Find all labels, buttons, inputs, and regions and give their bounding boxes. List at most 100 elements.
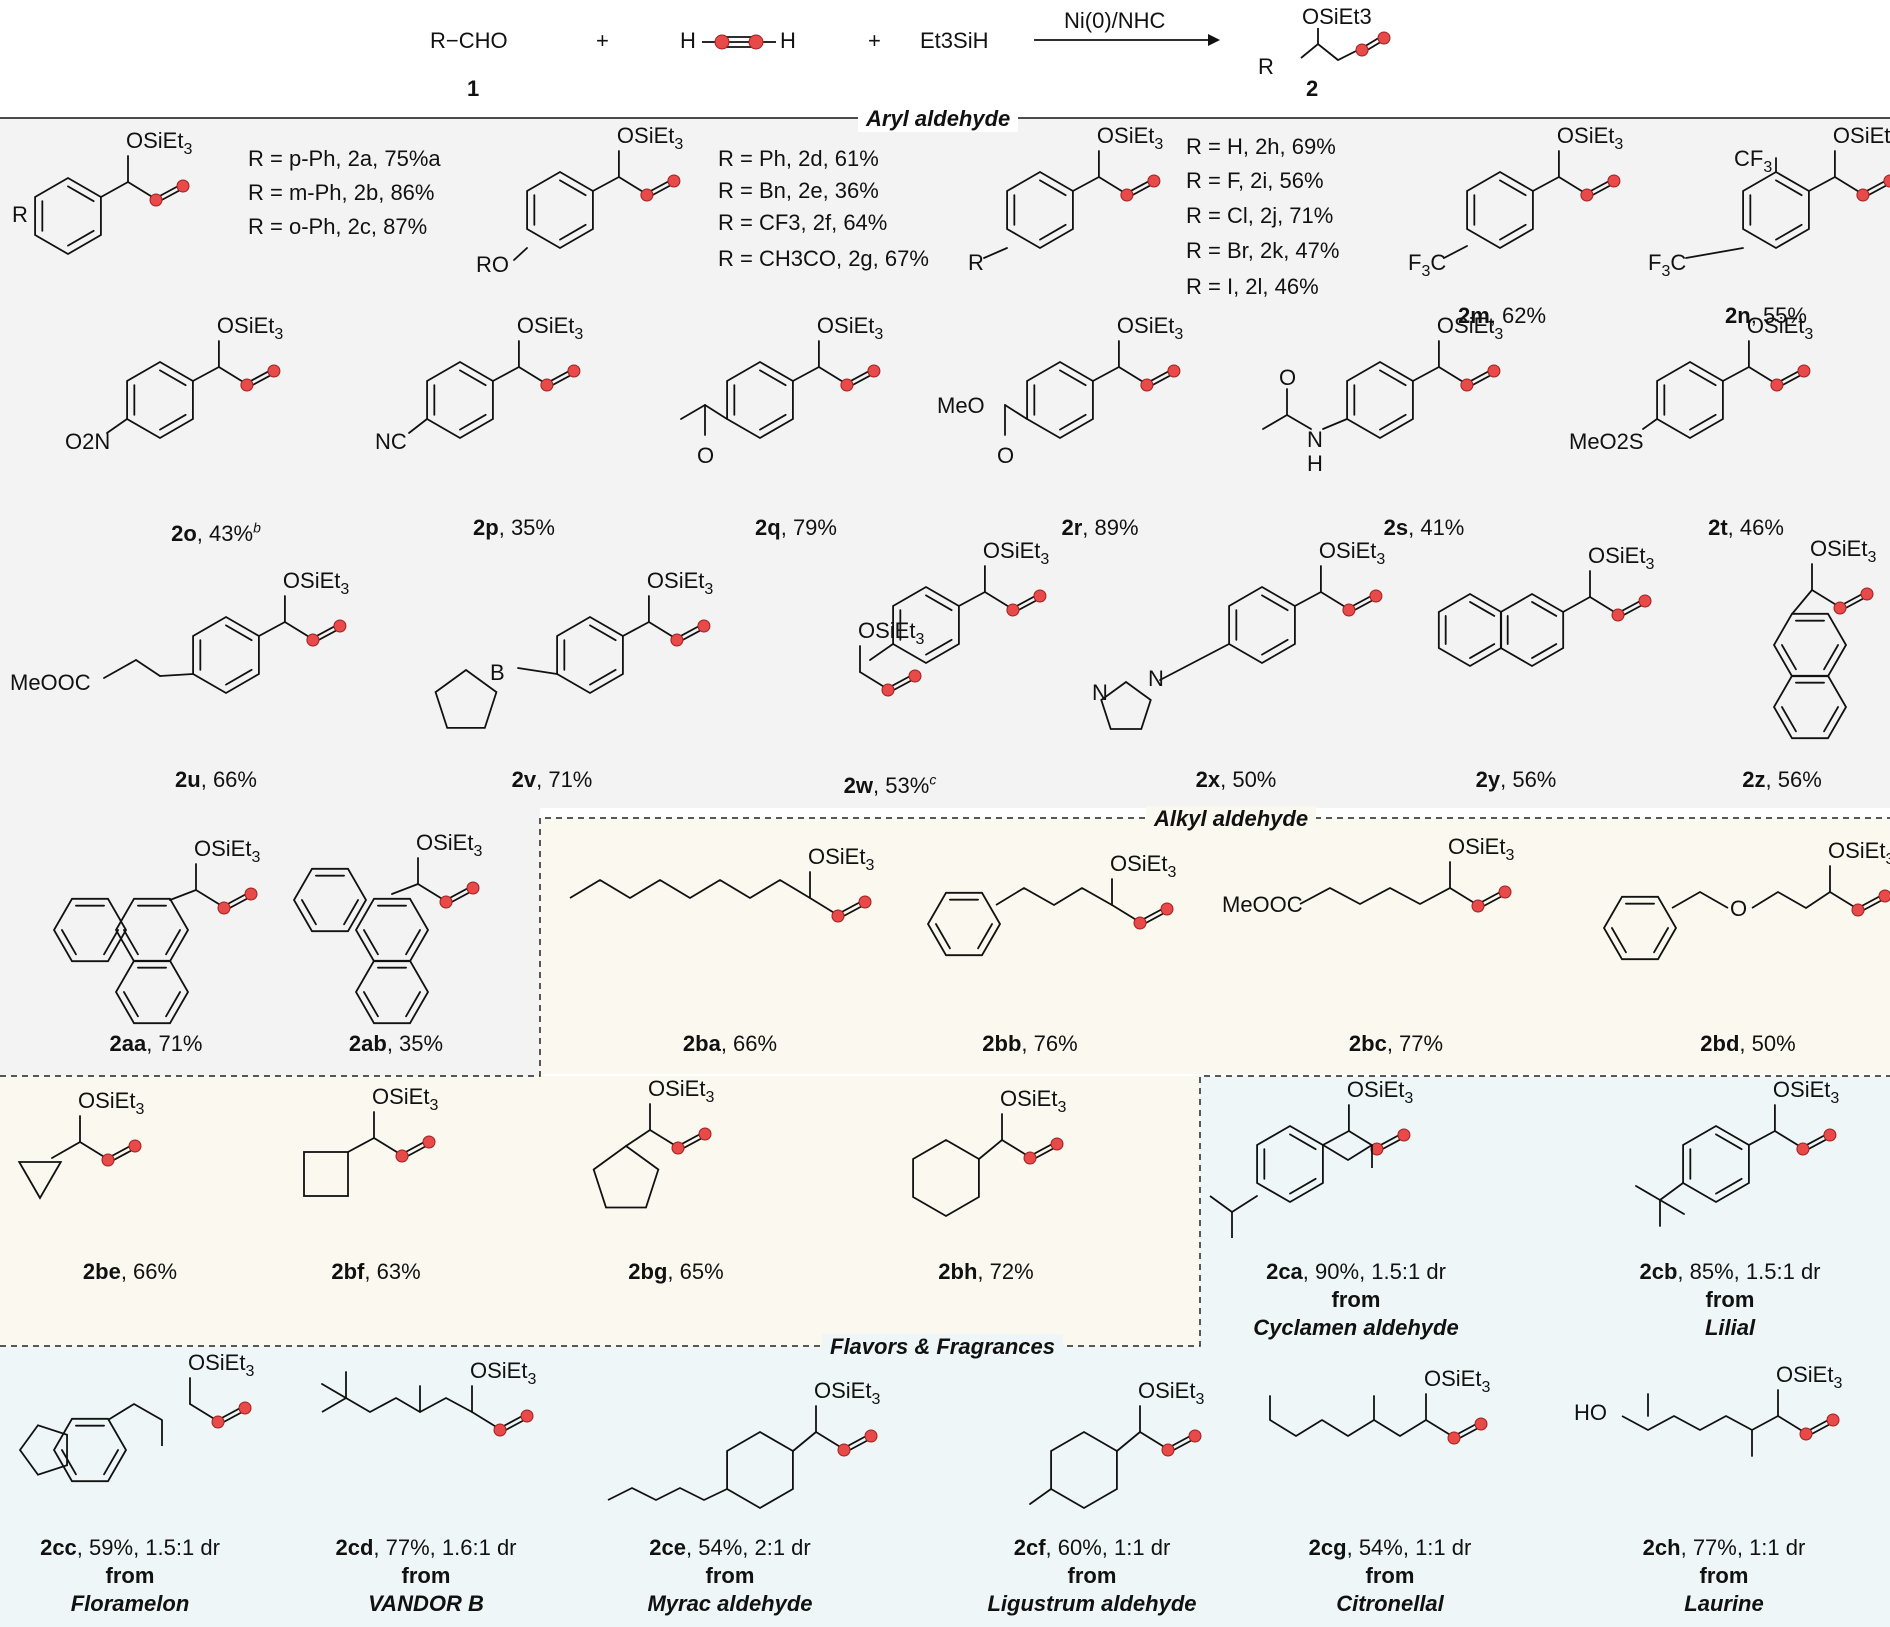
allene-bond <box>1748 366 1776 384</box>
bond <box>1286 414 1312 430</box>
series-a-line-3: R = o-Ph, 2c, 87% <box>248 214 428 239</box>
compound-id: 2v <box>511 767 537 792</box>
compound-yield: 56% <box>1512 767 1557 792</box>
ring-double-bond <box>225 624 253 642</box>
ring-double-bond <box>405 929 421 956</box>
allene-bond <box>1001 1139 1029 1157</box>
caption-main-line: 2bh, 72% <box>938 1259 1034 1284</box>
ring-double-bond <box>1715 1133 1743 1151</box>
compound-yield: 60%, 1:1 dr <box>1057 1535 1171 1560</box>
ring-double-bond <box>759 413 787 431</box>
allene-center-atom <box>1447 1431 1461 1445</box>
allene-center-atom <box>670 633 684 647</box>
ring-double-bond <box>103 1449 119 1476</box>
ring-double-bond <box>1059 413 1087 431</box>
allene-bond <box>859 671 887 689</box>
allene-terminal-atom <box>864 1429 878 1443</box>
ether-o: O <box>1730 896 1747 921</box>
compound-caption: 2u, 66% <box>86 766 346 794</box>
anth-ring-c <box>354 959 430 1025</box>
compound-id: 2bb <box>982 1031 1022 1056</box>
reactant-number: 1 <box>467 76 480 101</box>
allene-bond <box>1774 1130 1802 1148</box>
allene-bond <box>809 897 837 915</box>
ether-chain <box>1751 891 1831 909</box>
benzene-ring <box>1466 170 1534 250</box>
anth-ring-a <box>292 867 368 933</box>
allene-bond <box>649 1129 677 1147</box>
ring-double-bond <box>589 624 617 642</box>
bond <box>391 883 419 895</box>
compound-caption: 2m, 62% <box>1372 302 1632 330</box>
cyclopentyl-ring <box>592 1144 660 1209</box>
compound-yield: 59%, 1.5:1 dr <box>89 1535 220 1560</box>
series-d-line-1: R = Ph, 2d, 61% <box>718 146 879 171</box>
section-alkyl: Alkyl aldehyde <box>1146 806 1317 832</box>
section-flavors: Flavors & Fragrances <box>822 1334 1063 1360</box>
compound-yield: 56% <box>1777 767 1822 792</box>
bond <box>513 247 528 261</box>
ring-double-bond <box>363 991 379 1018</box>
allene-terminal-atom <box>1050 1137 1064 1151</box>
fragrance-divider <box>0 1075 1890 1347</box>
allene-bond <box>1811 589 1839 607</box>
allene-terminal-atom <box>1474 1417 1488 1431</box>
compound-yield: 62% <box>1501 303 1547 328</box>
silyl-ether-label: OSiEt3 <box>817 313 883 343</box>
silyl-ether-label: OSiEt3 <box>1588 543 1654 573</box>
compound-yield: 71% <box>548 767 593 792</box>
cyclopropyl-ring <box>17 1161 63 1200</box>
allene-center-atom <box>540 378 554 392</box>
no2-label: O2N <box>65 429 110 454</box>
silyl-ether-label: OSiEt3 <box>372 1084 438 1114</box>
series-d-line-3: R = CF3, 2f, 64% <box>718 210 888 235</box>
naphthalene-ring-b <box>1772 674 1848 740</box>
allene-bond <box>1589 596 1617 614</box>
myrac-chain <box>607 1487 728 1501</box>
plus-sign-2: + <box>868 28 881 53</box>
allene-center-atom <box>881 683 895 697</box>
caption-main-line: 2z, 56% <box>1742 767 1822 792</box>
benzene-ring <box>34 176 102 256</box>
compound-id: 2cd <box>335 1535 374 1560</box>
compound-id: 2cb <box>1639 1259 1678 1284</box>
allene-terminal-atom <box>1878 889 1890 903</box>
ring-double-bond <box>1689 413 1717 431</box>
ring-double-bond <box>363 929 379 956</box>
compound-id: 2bc <box>1348 1031 1387 1056</box>
footnote-mark: c <box>929 772 937 788</box>
compound-caption: 2bf, 63% <box>246 1258 506 1286</box>
silyl-ether-label: OSiEt3 <box>1828 838 1890 868</box>
benzene-ring <box>726 360 794 440</box>
source-aldehyde: Laurine <box>1684 1591 1764 1616</box>
from-label: from <box>1331 1287 1381 1312</box>
benzene-ring <box>192 615 260 695</box>
silyl-ether-label: OSiEt3 <box>1347 1077 1413 1107</box>
caption-main-line: 2bg, 65% <box>628 1259 724 1284</box>
bond <box>1642 418 1658 430</box>
ring-double-bond <box>343 899 359 926</box>
bond <box>135 659 161 677</box>
compound-yield: 66% <box>133 1259 178 1284</box>
alkyl-divider <box>0 817 1890 1077</box>
compound-id: 2w <box>843 773 874 799</box>
allene-center-atom <box>1342 603 1356 617</box>
bond <box>1262 414 1288 430</box>
series-a-line-1: R = p-Ph, 2a, 75%a <box>248 146 441 171</box>
caption-main-line: 2bc, 77% <box>1348 1031 1444 1056</box>
allene-bond <box>815 1431 843 1449</box>
compound-yield: 41% <box>1420 515 1465 540</box>
phen-ring-a <box>52 897 128 963</box>
silyl-ether-label: OSiEt3 <box>470 1358 536 1388</box>
benzene-ring <box>126 360 194 440</box>
allene-center-atom <box>101 1153 115 1167</box>
silyl-ether-label: OSiEt3 <box>1437 313 1503 343</box>
source-aldehyde: Lilial <box>1704 1315 1756 1340</box>
allene-terminal-atom <box>1160 902 1174 916</box>
allene-bond <box>471 1411 499 1429</box>
caption-main-line: 2w, 53%c <box>843 772 937 799</box>
allene-bond <box>1558 176 1586 194</box>
silyl-ether-label: OSiEt3 <box>217 313 283 343</box>
